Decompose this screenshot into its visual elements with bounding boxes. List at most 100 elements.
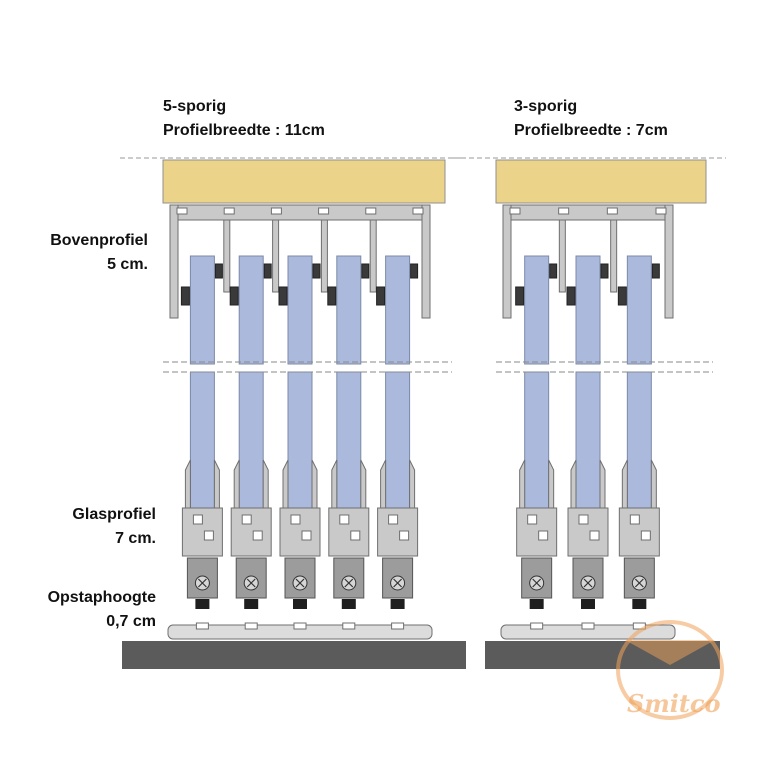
- glass-panel-top: [575, 255, 601, 365]
- right-system-title: 3-sporig: [514, 98, 578, 115]
- glass-panel-bottom: [238, 371, 264, 509]
- rail-track: [244, 622, 258, 630]
- guide-block: [229, 286, 239, 306]
- glass-panel-top: [524, 255, 550, 365]
- rail-track: [195, 622, 209, 630]
- profile-slot: [301, 530, 312, 541]
- roller-wheel: [244, 599, 259, 609]
- top-clip: [270, 207, 282, 215]
- rise-height-size: 0,7 cm: [106, 613, 156, 630]
- top-profile-right-wall: [421, 204, 431, 319]
- guide-block: [312, 263, 321, 279]
- screw-slot: [634, 578, 644, 588]
- profile-slot: [350, 530, 361, 541]
- screw-slot: [246, 578, 256, 588]
- screw-slot: [295, 578, 305, 588]
- top-profile-body: [169, 204, 431, 221]
- rise-height-label: Opstaphoogte: [47, 589, 156, 606]
- rail-track: [391, 622, 405, 630]
- guide-block: [180, 286, 190, 306]
- top-profile-size: 5 cm.: [107, 256, 148, 273]
- roller-wheel: [195, 599, 210, 609]
- glass-profile-label: Glasprofiel: [72, 506, 156, 523]
- guide-block: [515, 286, 525, 306]
- top-profile-right-wall: [664, 204, 674, 319]
- top-clip: [412, 207, 424, 215]
- watermark-fan: [625, 640, 715, 665]
- top-profile-left-wall: [502, 204, 512, 319]
- guide-block: [376, 286, 386, 306]
- profile-slot: [192, 514, 203, 525]
- track-divider: [610, 219, 618, 293]
- guide-block: [600, 263, 609, 279]
- left-system-title: 5-sporig: [163, 98, 227, 115]
- top-profile-label: Bovenprofiel: [50, 232, 148, 249]
- profile-slot: [203, 530, 214, 541]
- screw-slot: [393, 578, 403, 588]
- track-divider: [223, 219, 231, 293]
- glass-panel-top: [336, 255, 362, 365]
- rail-track: [293, 622, 307, 630]
- top-clip: [176, 207, 188, 215]
- floor: [122, 641, 466, 669]
- top-clip: [509, 207, 521, 215]
- roller-wheel: [293, 599, 307, 609]
- glass-panel-top: [189, 255, 215, 365]
- screw-slot: [344, 578, 354, 588]
- rail-track: [342, 622, 356, 630]
- smitco-watermark-logo: Smitco: [616, 620, 724, 720]
- screw-slot: [197, 578, 207, 588]
- guide-block: [278, 286, 288, 306]
- profile-slot: [252, 530, 263, 541]
- roller-wheel: [390, 599, 405, 609]
- top-clip: [606, 207, 618, 215]
- five-track-system: [120, 157, 466, 669]
- right-system-width: Profielbreedte : 7cm: [514, 122, 668, 139]
- glass-profile-body: [567, 507, 609, 557]
- three-track-system: [453, 157, 726, 669]
- screw-slot: [583, 578, 593, 588]
- top-clip: [365, 207, 377, 215]
- guide-block: [566, 286, 576, 306]
- profile-slot: [538, 530, 549, 541]
- top-clip: [318, 207, 330, 215]
- ceiling-beam: [495, 159, 707, 204]
- profile-slot: [629, 514, 640, 525]
- guide-block: [549, 263, 558, 279]
- profile-slot: [589, 530, 600, 541]
- roller-wheel: [581, 599, 595, 609]
- watermark-text: Smitco: [627, 689, 721, 718]
- glass-panel-bottom: [287, 371, 313, 509]
- left-system-width: Profielbreedte : 11cm: [163, 122, 325, 139]
- profile-slot: [399, 530, 410, 541]
- top-clip: [655, 207, 667, 215]
- profile-slot: [290, 514, 301, 525]
- profile-slot: [640, 530, 651, 541]
- track-divider: [272, 219, 280, 293]
- ceiling-beam: [162, 159, 446, 204]
- glass-panel-top: [287, 255, 313, 365]
- guide-block: [617, 286, 627, 306]
- glass-panel-bottom: [524, 371, 550, 509]
- roller-carriage: [333, 557, 365, 599]
- glass-panel-top: [238, 255, 264, 365]
- guide-block: [361, 263, 370, 279]
- roller-carriage: [521, 557, 553, 599]
- roller-wheel: [341, 599, 356, 609]
- top-profile-body: [502, 204, 674, 221]
- rail-track: [530, 622, 544, 630]
- profile-slot: [241, 514, 252, 525]
- guide-block: [327, 286, 337, 306]
- guide-block: [410, 263, 419, 279]
- glass-panel-bottom: [336, 371, 362, 509]
- track-divider: [320, 219, 328, 293]
- profile-slot: [578, 514, 589, 525]
- watermark-ring: [616, 620, 724, 720]
- glass-panel-top: [626, 255, 652, 365]
- glass-panel-bottom: [575, 371, 601, 509]
- glass-panel-top: [385, 255, 411, 365]
- profile-slot: [527, 514, 538, 525]
- glass-panel-bottom: [189, 371, 215, 509]
- top-clip: [558, 207, 570, 215]
- screw-slot: [532, 578, 542, 588]
